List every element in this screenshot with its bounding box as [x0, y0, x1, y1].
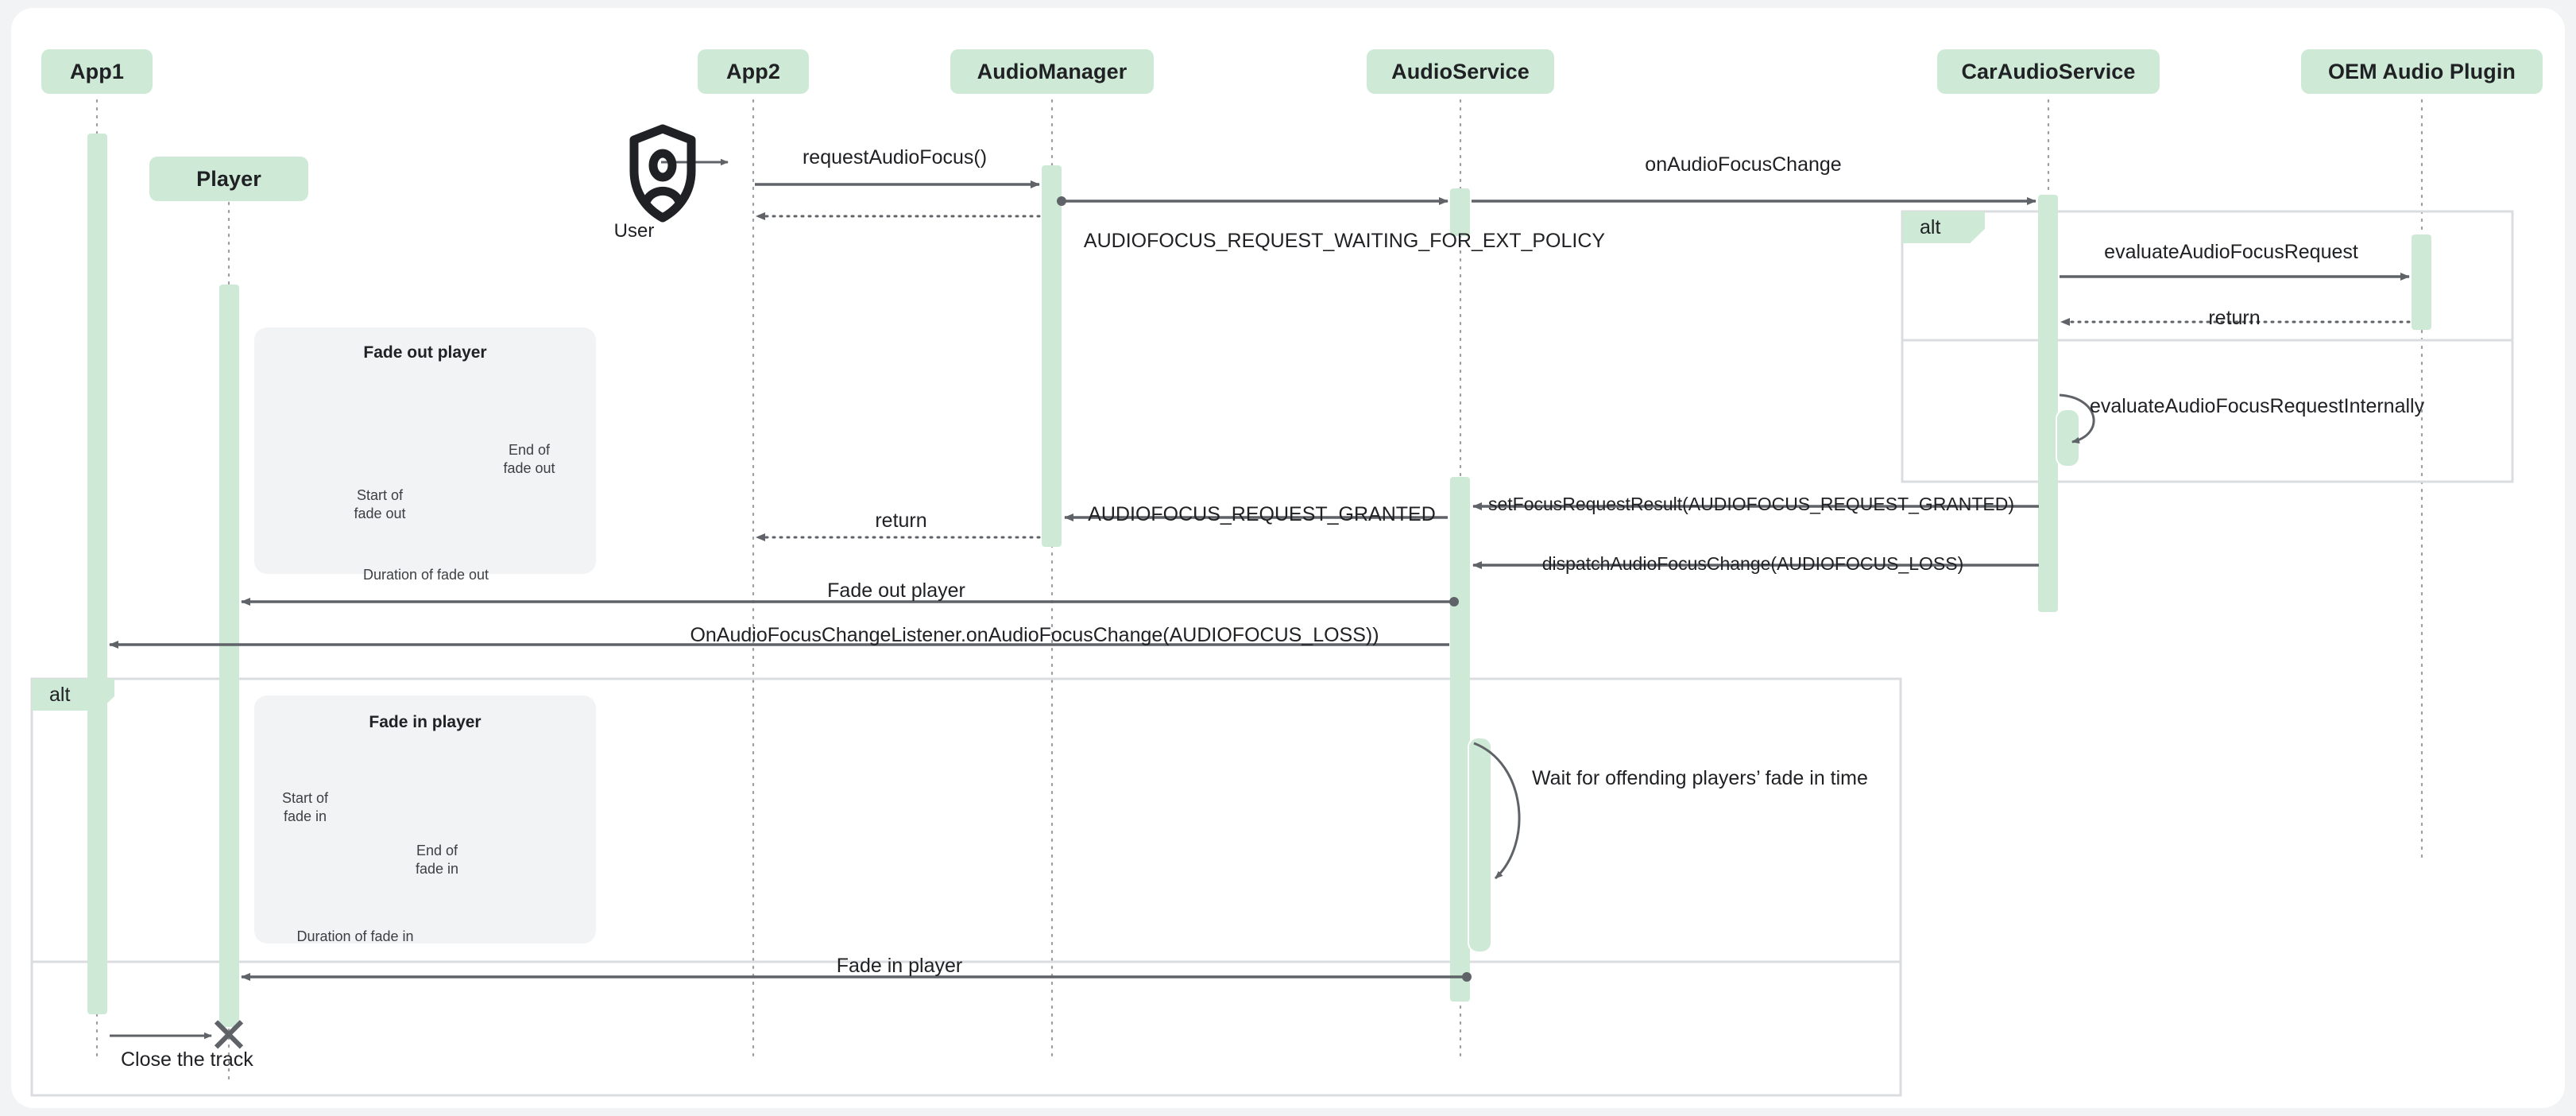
participant-app2[interactable]: App2: [698, 49, 809, 94]
participant-app1[interactable]: App1: [41, 49, 153, 94]
message-label-set-focus-request-result: setFocusRequestResult(AUDIOFOCUS_REQUEST…: [1487, 494, 2015, 514]
message-label-return-to-app2: return: [875, 510, 927, 532]
note-fade-in-title: Fade in player: [369, 713, 482, 731]
message-label-request-audio-focus: requestAudioFocus(): [802, 146, 988, 169]
message-label-waiting-for-ext-policy: AUDIOFOCUS_REQUEST_WAITING_FOR_EXT_POLIC…: [1083, 230, 1606, 252]
fade-out-end-label: End of fade out: [503, 442, 555, 476]
message-label-evaluate-audio-focus-request: evaluateAudioFocusRequest: [2104, 241, 2358, 263]
fade-in-end-label: End of fade in: [415, 843, 459, 877]
shield-user-icon: [629, 124, 696, 223]
fade-out-start-label: Start of fade out: [354, 487, 406, 521]
note-fade-out-player: [254, 327, 596, 574]
message-label-evaluate-internally: evaluateAudioFocusRequestInternally: [2090, 395, 2425, 417]
message-label-fade-out-player: Fade out player: [827, 579, 965, 602]
participant-oemplugin[interactable]: OEM Audio Plugin: [2301, 49, 2543, 94]
message-label-on-audio-focus-change-listener: OnAudioFocusChangeListener.onAudioFocusC…: [690, 624, 1379, 646]
participant-audioservice[interactable]: AudioService: [1367, 49, 1554, 94]
actor-user-label: User: [613, 220, 655, 242]
participant-player[interactable]: Player: [149, 157, 308, 201]
activation-bars: [87, 134, 2431, 1027]
note-fade-in-player: [254, 696, 596, 944]
fade-in-duration-label: Duration of fade in: [296, 928, 414, 944]
participant-caraudioservice[interactable]: CarAudioService: [1937, 49, 2160, 94]
message-label-wait-for-fade-in: Wait for offending players’ fade in time: [1532, 767, 1868, 789]
fragment-label-alt-bottom: alt: [32, 679, 114, 711]
destroy-marker-icon: ✕: [208, 1006, 249, 1064]
message-arrows: [109, 158, 2411, 1040]
message-label-dispatch-audio-focus-change: dispatchAudioFocusChange(AUDIOFOCUS_LOSS…: [1541, 553, 1964, 574]
fade-out-duration-label: Duration of fade out: [362, 567, 489, 583]
fade-in-start-label: Start of fade in: [281, 790, 329, 824]
message-label-fade-in-player: Fade in player: [836, 955, 963, 977]
message-label-close-the-track: Close the track: [121, 1048, 253, 1071]
participant-audiomanager[interactable]: AudioManager: [950, 49, 1154, 94]
fragment-alt-bottom: [30, 677, 1902, 1097]
fragment-label-alt-top: alt: [1902, 211, 1985, 243]
message-label-on-audio-focus-change: onAudioFocusChange: [1645, 153, 1842, 176]
fragment-alt-top: [1901, 210, 2514, 483]
note-fade-out-title: Fade out player: [363, 343, 487, 362]
message-label-audiofocus-request-granted: AUDIOFOCUS_REQUEST_GRANTED: [1088, 503, 1436, 525]
message-label-evaluate-return: return: [2208, 307, 2261, 329]
